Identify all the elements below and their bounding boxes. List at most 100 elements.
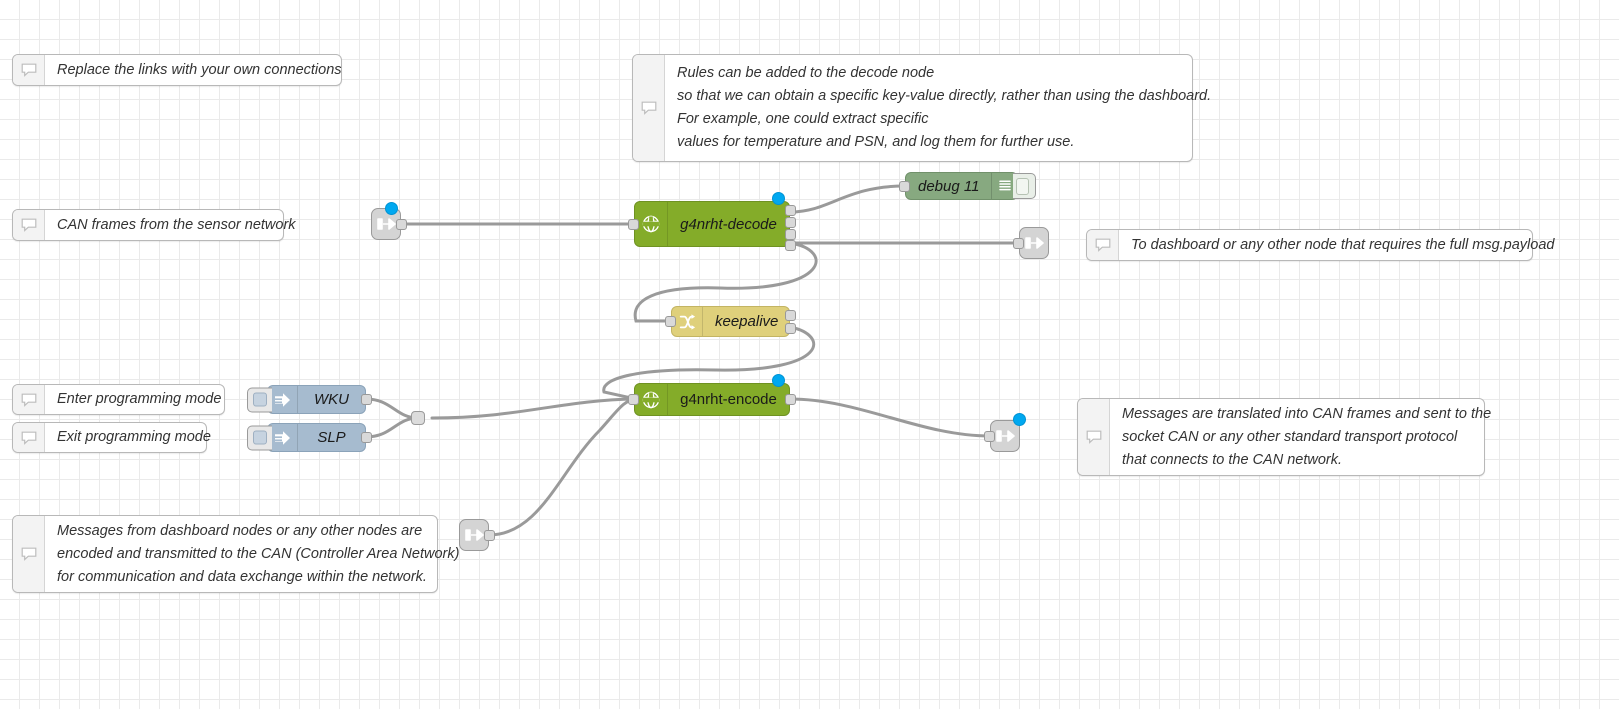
comment-body: Replace the links with your own connecti… [45,55,352,85]
keepalive-output-port-1[interactable] [785,310,796,321]
comment-line: values for temperature and PSN, and log … [677,134,1075,150]
junction-inject-merge[interactable] [411,411,425,425]
encode-input-port[interactable] [628,394,639,405]
node-label: debug 11 [906,173,993,199]
comment-line: For example, one could extract specific [677,111,929,127]
comment-encode-can[interactable]: Messages are translated into CAN frames … [1077,398,1491,476]
link-out-payload[interactable] [1013,227,1049,259]
node-inject-slp[interactable]: SLP [247,423,372,452]
node-g4nrht-decode[interactable]: g4nrht-decode [628,192,796,251]
comment-line: CAN frames from the sensor network [57,216,296,233]
node-g4nrht-encode[interactable]: g4nrht-encode [628,374,796,416]
node-label: WKU [314,391,349,408]
comment-dashboard-encode[interactable]: Messages from dashboard nodes or any oth… [12,515,459,593]
debug-list-icon [992,173,1018,199]
debug-toggle-knob [1016,178,1029,195]
comment-body: To dashboard or any other node that requ… [1119,230,1564,260]
arrow-right-bars-icon [274,392,290,407]
node-inject-wku[interactable]: WKU [247,385,372,414]
node-label: SLP [317,429,346,446]
status-dot [772,374,785,387]
comment-bubble-icon [641,101,656,115]
comment-icon [13,423,45,452]
status-dot [772,192,785,205]
debug-input-port[interactable] [899,181,910,192]
comment-icon [13,210,45,240]
encode-node-icon [635,384,668,415]
link-in-decode[interactable] [371,202,407,240]
network-glyph-icon [642,391,660,408]
switch-node-icon [672,307,703,336]
wire-decode-to-debug [788,184,907,214]
comment-body: Enter programming mode [45,385,231,414]
comment-line: so that we can obtain a specific key-val… [677,88,1212,104]
list-lines-icon [999,180,1012,191]
comment-bubble-icon [21,218,36,232]
comment-line: for communication and data exchange with… [57,568,427,585]
comment-replace-links[interactable]: Replace the links with your own connecti… [12,54,342,86]
comment-line: Enter programming mode [57,391,222,407]
comment-bubble-icon [1086,430,1101,444]
switch-branch-icon [679,313,696,330]
keepalive-input-port[interactable] [665,316,676,327]
decode-output-port-3[interactable] [785,229,796,240]
comment-icon [1078,399,1110,475]
link-out-icon [996,430,1015,442]
comment-line: that connects to the CAN network. [1122,451,1343,468]
comment-can-frames[interactable]: CAN frames from the sensor network [12,209,296,241]
comment-line: Exit programming mode [57,429,211,445]
decode-output-port-1[interactable] [785,205,796,216]
keepalive-output-port-2[interactable] [785,323,796,334]
link-out-icon [1025,237,1044,249]
inject-button-knob [253,392,267,407]
link-in-icon [465,529,484,541]
arrow-right-bars-icon [274,430,290,445]
comment-icon [13,385,45,414]
comment-bubble-icon [21,63,36,77]
comment-line: To dashboard or any other node that requ… [1131,236,1555,253]
link-in-encode[interactable] [459,519,495,551]
decode-node-icon [635,202,668,246]
link-out-can[interactable] [984,413,1026,452]
comment-icon [633,55,665,161]
encode-output-port[interactable] [785,394,796,405]
comment-to-dashboard[interactable]: To dashboard or any other node that requ… [1086,229,1554,261]
link-in-output-port[interactable] [396,219,407,230]
network-glyph-icon [642,215,660,233]
comment-bubble-icon [21,547,36,561]
decode-output-port-2[interactable] [785,217,796,228]
comment-body: Messages are translated into CAN frames … [1110,399,1501,475]
inject-button-knob [253,430,267,445]
inject-slp-output-port[interactable] [361,432,372,443]
link-out-input-port[interactable] [1013,238,1024,249]
link-out-input-port[interactable] [984,431,995,442]
node-label: keepalive [715,313,779,330]
node-keepalive[interactable]: keepalive [665,306,796,337]
inject-trigger-button[interactable] [247,387,272,412]
comment-icon [13,55,45,85]
node-debug-11[interactable]: debug 11 [899,172,1036,200]
comment-enter-programming[interactable]: Enter programming mode [12,384,225,415]
comment-body: Rules can be added to the decode node so… [665,55,1221,161]
inject-trigger-button[interactable] [247,425,272,450]
comment-exit-programming[interactable]: Exit programming mode [12,422,211,453]
comment-body: Messages from dashboard nodes or any oth… [45,516,469,592]
link-in-output-port[interactable] [484,530,495,541]
debug-enable-toggle[interactable] [1013,173,1036,199]
decode-output-port-4[interactable] [785,240,796,251]
comment-icon [13,516,45,592]
comment-bubble-icon [21,431,36,445]
status-dot [385,202,398,215]
comment-bubble-icon [1095,238,1110,252]
inject-arrow-icon [268,386,298,413]
inject-wku-output-port[interactable] [361,394,372,405]
decode-input-port[interactable] [628,219,639,230]
comment-icon [1087,230,1119,260]
inject-arrow-icon [268,424,298,451]
comment-line: encoded and transmitted to the CAN (Cont… [57,545,460,562]
comment-line: socket CAN or any other standard transpo… [1122,428,1458,445]
status-dot [1013,413,1026,426]
comment-decode-rules[interactable]: Rules can be added to the decode node so… [632,54,1211,162]
node-label: g4nrht-encode [680,391,777,408]
